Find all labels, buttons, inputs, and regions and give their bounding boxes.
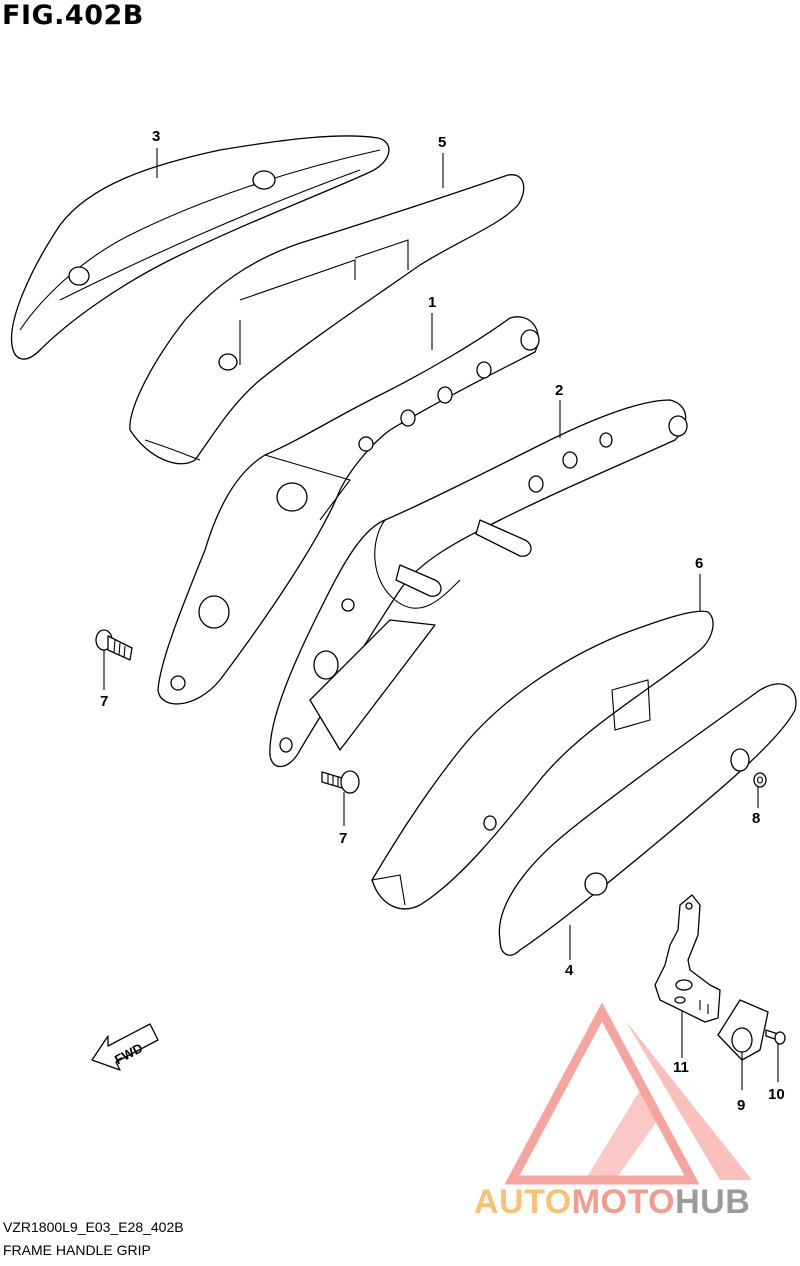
part-11-bracket [654, 894, 721, 1023]
part-5-inner-handle [129, 174, 525, 465]
callout-5: 5 [438, 134, 446, 151]
part-1-frame-bracket [157, 316, 540, 705]
callout-8: 8 [752, 810, 760, 827]
callout-10: 10 [768, 1086, 785, 1103]
part-9-clamp [717, 999, 769, 1061]
part-3-grip-cover [10, 135, 390, 360]
figure-title: FIG.402B [2, 0, 144, 31]
figure-code: VZR1800L9_E03_E28_402B [3, 1219, 184, 1235]
watermark-text: AUTOMOTOHUB [474, 1183, 750, 1222]
callout-9: 9 [737, 1097, 745, 1114]
watermark-logo [504, 1002, 752, 1185]
watermark-auto: AUTO [474, 1183, 572, 1221]
watermark-moto: MOTO [571, 1183, 676, 1221]
callout-1: 1 [428, 294, 436, 311]
figure-name: FRAME HANDLE GRIP [3, 1242, 151, 1258]
callout-4: 4 [565, 962, 574, 979]
watermark-hub: HUB [675, 1183, 751, 1221]
callout-3: 3 [152, 128, 160, 145]
forward-direction-arrow: FWD [91, 1023, 159, 1071]
callout-7-lower: 7 [339, 830, 347, 847]
leader-lines [103, 148, 779, 1090]
callout-6: 6 [695, 555, 703, 572]
callout-2: 2 [555, 382, 563, 399]
part-10-screw [765, 1029, 786, 1045]
part-4-outer-cover [498, 683, 797, 956]
callout-11: 11 [673, 1059, 689, 1076]
part-8-washer-hole [756, 776, 764, 784]
callout-7-upper: 7 [100, 693, 108, 710]
part-7-bolt-upper [95, 629, 133, 661]
part-2-frame-bracket [269, 399, 688, 768]
part-7-bolt-lower [321, 770, 360, 794]
callout-labels: 3 5 1 2 6 7 7 8 4 11 9 10 [100, 128, 785, 1114]
part-8-washer [753, 772, 767, 788]
part-6-handle-cover [371, 610, 714, 910]
